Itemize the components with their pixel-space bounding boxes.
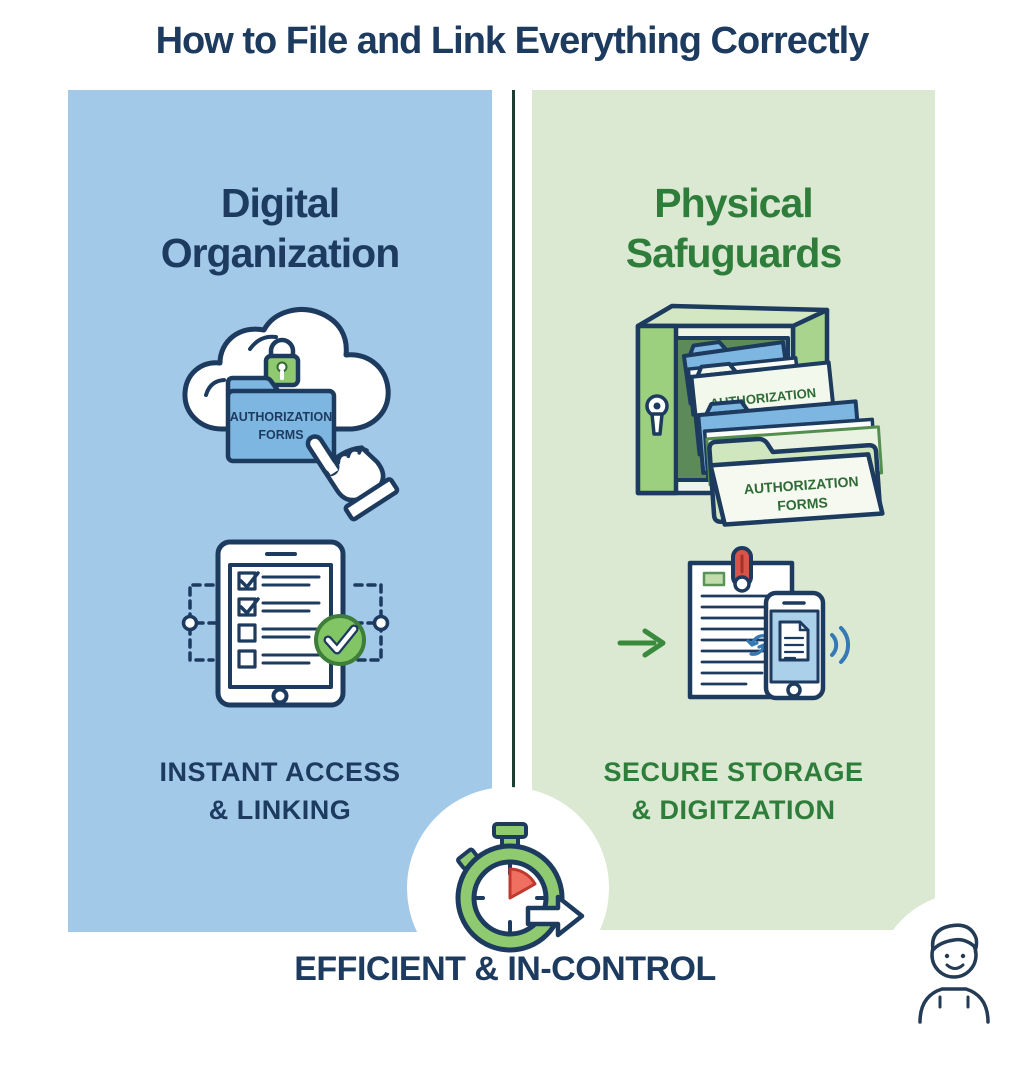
right-heading-line-2: Safuguards	[625, 230, 843, 276]
stopwatch-crown	[492, 822, 528, 839]
scanned-doc-icon	[778, 620, 810, 662]
footer-label: EFFICIENT & IN-CONTROL	[294, 950, 716, 988]
left-heading-line-2: Organization	[160, 230, 401, 276]
binder-clip-icon	[731, 546, 753, 593]
document-digitization-icon	[617, 546, 851, 701]
tablet-icon	[215, 539, 346, 708]
cloud-folder-icon: AUTHORIZATION FORMS	[182, 307, 400, 522]
right-panel-caption: SECURE STORAGE & DIGITZATION	[532, 753, 935, 829]
panel-divider	[512, 90, 515, 788]
folder-stack-icon: AUTHORIZATION FORMS AUTHORIZATION FORMS	[681, 339, 885, 527]
safe-top-face	[635, 303, 830, 329]
cloud-folder-label-line-1: AUTHORIZATION	[230, 410, 333, 424]
left-caption-line-2: & LINKING	[208, 795, 352, 825]
left-panel-heading: Digital Organization	[68, 178, 492, 278]
left-heading-line-1: Digital	[220, 180, 340, 226]
front-folder-label-line-2: FORMS	[777, 494, 829, 513]
tablet-checklist-icon	[181, 539, 390, 708]
cloud-folder-label-line-2: FORMS	[258, 428, 303, 442]
wifi-icon	[830, 626, 851, 664]
right-caption-line-1: SECURE STORAGE	[603, 757, 864, 787]
shoulders	[918, 987, 990, 1024]
hair	[930, 923, 979, 952]
fast-forward-arrow-icon	[525, 894, 585, 938]
arrow-right-icon	[617, 628, 666, 658]
digital-organization-panel	[68, 90, 492, 932]
right-caption-line-2: & DIGITZATION	[631, 795, 836, 825]
pointer-hand-icon	[305, 434, 400, 522]
left-panel-caption: INSTANT ACCESS & LINKING	[68, 753, 492, 829]
person-avatar-icon	[918, 923, 990, 1024]
smartphone-icon	[763, 590, 826, 701]
page-title: How to File and Link Everything Correctl…	[155, 20, 870, 62]
safe-icon: AUTHORIZATION FORMS AUTHORIZATION FORMS	[635, 303, 885, 527]
left-caption-line-1: INSTANT ACCESS	[159, 757, 401, 787]
keyhole-icon	[645, 394, 669, 436]
padlock-icon	[263, 337, 301, 388]
front-folder-label-line-1: AUTHORIZATION	[743, 473, 859, 497]
stopwatch-wedge	[508, 867, 537, 900]
stopwatch-icon	[455, 822, 585, 953]
check-badge-icon	[314, 614, 366, 666]
right-panel-heading: Physical Safuguards	[532, 178, 935, 278]
right-heading-line-1: Physical	[654, 180, 813, 226]
stamp-chip	[702, 571, 726, 587]
checklist-rows	[237, 571, 321, 669]
